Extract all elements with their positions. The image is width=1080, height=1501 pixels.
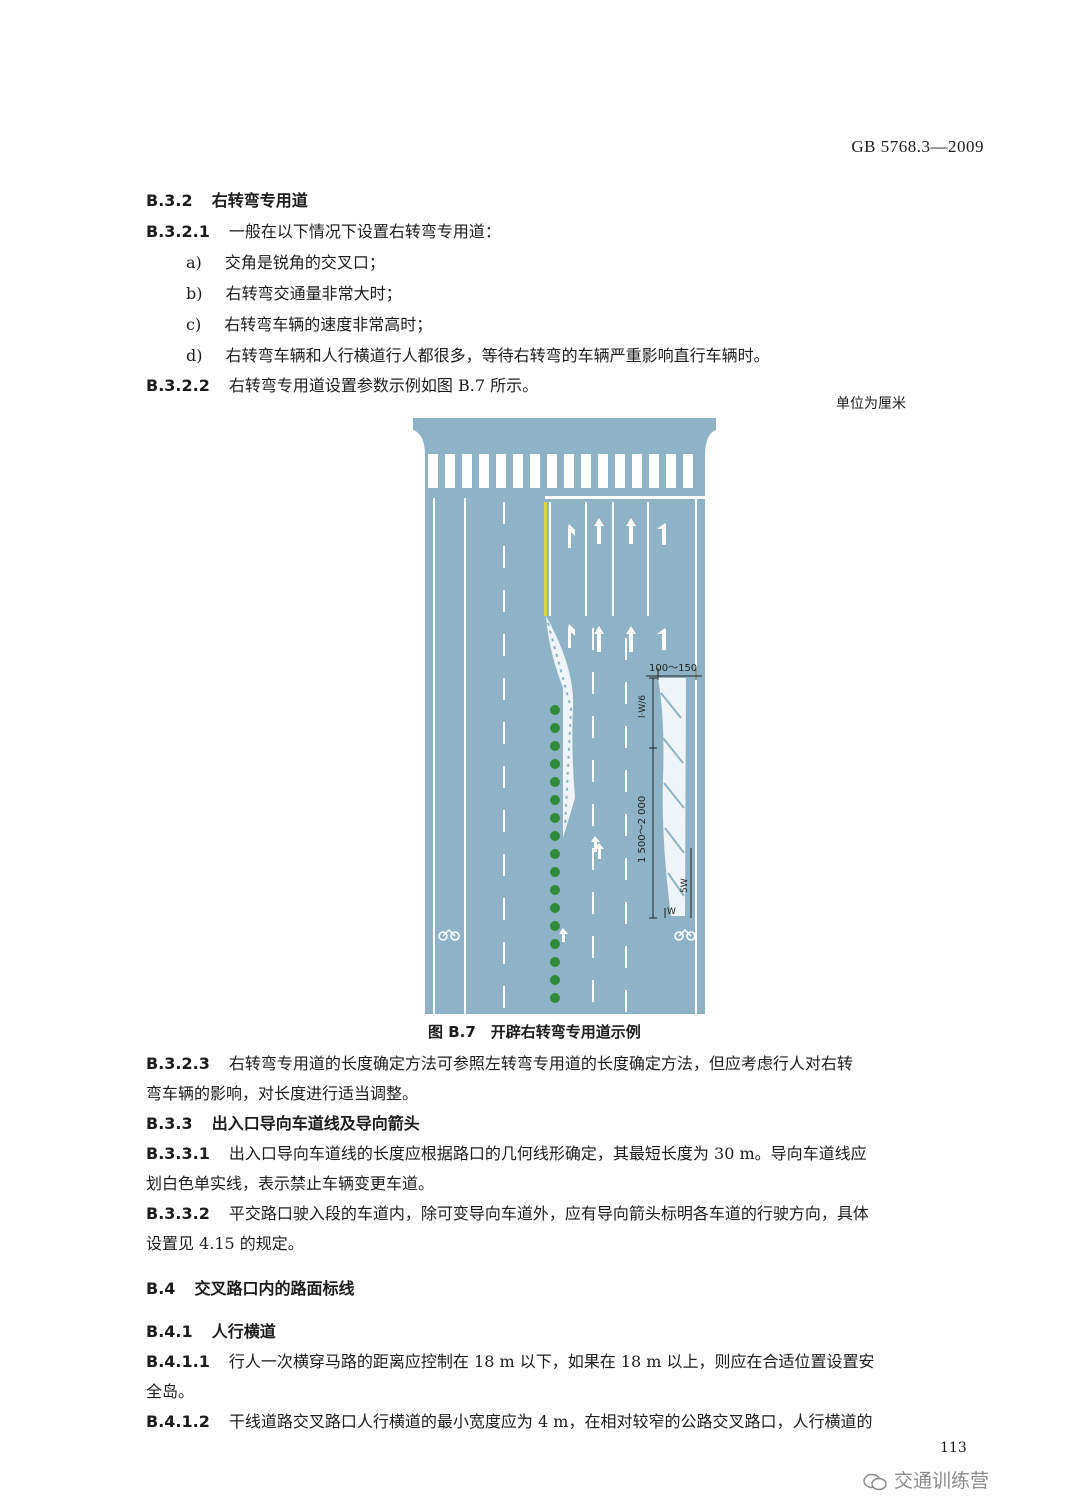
crosswalk xyxy=(428,454,693,488)
clause-b331-continued: 划白色单实线，表示禁止车辆变更车道。 xyxy=(146,1174,435,1193)
clause-b323: B.3.2.3 右转弯专用道的长度确定方法可参照左转弯专用道的长度确定方法，但应… xyxy=(146,1050,853,1074)
clause-b323-continued: 弯车辆的影响，对长度进行适当调整。 xyxy=(146,1084,419,1103)
standard-number: GB 5768.3—2009 xyxy=(851,137,984,156)
shrub-median xyxy=(550,705,560,1003)
figure-b7: 100～150 l·W/6 1 500～2 000 5W W xyxy=(413,418,716,1014)
item-label: a) xyxy=(186,253,202,272)
clause-b411-continued: 全岛。 xyxy=(146,1382,195,1401)
hatch-pattern xyxy=(547,622,573,829)
watermark: 交通训练营 xyxy=(862,1466,989,1493)
item-text: 交角是锐角的交叉口； xyxy=(224,253,385,272)
clause-b332-continued: 设置见 4.15 的规定。 xyxy=(146,1234,304,1253)
dim-end-label: 5W xyxy=(680,878,690,893)
section-b32-heading: B.3.2 右转弯专用道 xyxy=(146,187,308,211)
clause-b412: B.4.1.2 干线道路交叉路口人行横道的最小宽度应为 4 m，在相对较窄的公路… xyxy=(146,1408,872,1432)
clause-number: B.3.2.3 xyxy=(146,1054,210,1073)
clause-number: B.3.2.1 xyxy=(146,222,210,241)
list-item: c) 右转弯车辆的速度非常高时； xyxy=(186,311,432,335)
lane-arrows xyxy=(559,518,666,942)
clause-number: B.3.3.1 xyxy=(146,1144,210,1163)
edge-line-left xyxy=(433,498,435,1014)
item-text: 右转弯车辆和人行横道行人都很多，等待右转弯的车辆严重影响直行车辆时。 xyxy=(225,346,770,365)
clause-b411: B.4.1.1 行人一次横穿马路的距离应控制在 18 m 以下，如果在 18 m… xyxy=(146,1348,875,1372)
clause-b322: B.3.2.2 右转弯专用道设置参数示例如图 B.7 所示。 xyxy=(146,372,538,396)
section-number: B.4 xyxy=(146,1279,176,1298)
item-label: d) xyxy=(186,346,203,365)
clause-text: 右转弯专用道设置参数示例如图 B.7 所示。 xyxy=(228,376,539,395)
item-text: 右转弯交通量非常大时； xyxy=(225,284,402,303)
section-title: 右转弯专用道 xyxy=(211,191,308,210)
dim-length-label: 1 500～2 000 xyxy=(637,796,648,863)
clause-text: 干线道路交叉路口人行横道的最小宽度应为 4 m，在相对较窄的公路交叉路口，人行横… xyxy=(228,1412,873,1431)
clause-text: 右转弯专用道的长度确定方法可参照左转弯专用道的长度确定方法，但应考虑行人对右转 xyxy=(228,1054,853,1073)
list-item: d) 右转弯车辆和人行横道行人都很多，等待右转弯的车辆严重影响直行车辆时。 xyxy=(186,342,770,366)
section-title: 人行横道 xyxy=(211,1322,276,1341)
stop-line xyxy=(545,496,705,499)
dim-bottom-label: W xyxy=(667,907,676,917)
watermark-text: 交通训练营 xyxy=(894,1470,990,1492)
item-label: b) xyxy=(186,284,203,303)
section-b33-heading: B.3.3 出入口导向车道线及导向箭头 xyxy=(146,1110,420,1134)
list-item: b) 右转弯交通量非常大时； xyxy=(186,280,402,304)
dim-taper-label: l·W/6 xyxy=(638,695,648,718)
figure-caption: 图 B.7 开辟右转弯专用道示例 xyxy=(428,1023,641,1041)
dimension-lines xyxy=(646,668,702,919)
clause-number: B.3.2.2 xyxy=(146,376,210,395)
hatch-pattern xyxy=(660,692,685,897)
clause-b331: B.3.3.1 出入口导向车道线的长度应根据路口的几何线形确定，其最短长度为 3… xyxy=(146,1140,867,1164)
bicycle-icon xyxy=(438,928,696,941)
dim-width-label: 100～150 xyxy=(649,663,697,674)
clause-b332: B.3.3.2 平交路口驶入段的车道内，除可变导向车道外，应有导向箭头标明各车道… xyxy=(146,1200,869,1224)
clause-number: B.4.1.1 xyxy=(146,1352,210,1371)
units-note: 单位为厘米 xyxy=(836,396,906,412)
section-b41-heading: B.4.1 人行横道 xyxy=(146,1318,276,1342)
clause-text: 出入口导向车道线的长度应根据路口的几何线形确定，其最短长度为 30 m。导向车道… xyxy=(228,1144,867,1163)
list-item: a) 交角是锐角的交叉口； xyxy=(186,249,385,273)
page-number: 113 xyxy=(940,1440,967,1456)
section-title: 交叉路口内的路面标线 xyxy=(194,1279,355,1298)
clause-number: B.3.3.2 xyxy=(146,1204,210,1223)
section-number: B.3.3 xyxy=(146,1114,193,1133)
section-b4-heading: B.4 交叉路口内的路面标线 xyxy=(146,1275,355,1299)
section-number: B.4.1 xyxy=(146,1322,193,1341)
clause-b321: B.3.2.1 一般在以下情况下设置右转弯专用道： xyxy=(146,218,501,242)
clause-text: 一般在以下情况下设置右转弯专用道： xyxy=(228,222,501,241)
clause-text: 行人一次横穿马路的距离应控制在 18 m 以下，如果在 18 m 以上，则应在合… xyxy=(228,1352,875,1371)
clause-number: B.4.1.2 xyxy=(146,1412,210,1431)
right-taper-hatch xyxy=(658,678,686,916)
item-text: 右转弯车辆的速度非常高时； xyxy=(224,315,433,334)
clause-text: 平交路口驶入段的车道内，除可变导向车道外，应有导向箭头标明各车道的行驶方向，具体 xyxy=(228,1204,869,1223)
yellow-center-line xyxy=(544,502,547,616)
section-number: B.3.2 xyxy=(146,191,193,210)
section-title: 出入口导向车道线及导向箭头 xyxy=(211,1114,420,1133)
item-label: c) xyxy=(186,315,202,334)
center-white-line xyxy=(549,502,551,616)
edge-line-right xyxy=(695,498,697,1014)
wechat-icon xyxy=(862,1472,888,1492)
